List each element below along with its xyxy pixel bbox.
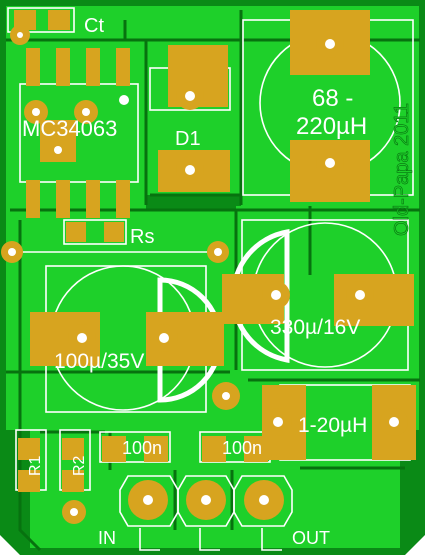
rs-outline (63, 219, 127, 245)
gnd-connector (177, 475, 235, 527)
r2-label: R2 (71, 455, 88, 476)
c3-outline (99, 431, 171, 463)
r1-label: R1 (27, 455, 44, 476)
c4-label: 100n (222, 438, 262, 458)
c1-label: 100µ/35V (54, 350, 144, 373)
c2-label: 330µ/16V (270, 316, 360, 339)
pads (1, 10, 416, 524)
in-connector (119, 475, 179, 527)
d1-label: D1 (175, 128, 201, 150)
ct-label: Ct (84, 15, 104, 37)
out-label: OUT (292, 528, 330, 548)
ct-outline (7, 7, 75, 33)
drill-holes (8, 32, 399, 516)
ct-pad-right (48, 10, 70, 30)
l2-label: 1-20µH (298, 414, 367, 437)
author-label: Old-Papa 2011 (391, 103, 413, 236)
l1-label-line1: 68 - (312, 85, 353, 112)
ic-label: MC34063 (22, 116, 117, 141)
ct-pad-left (14, 10, 36, 30)
in-label: IN (98, 528, 116, 548)
l1-label-line2: 220µH (296, 113, 367, 140)
out-connector (233, 475, 293, 527)
rs-label: Rs (130, 226, 154, 248)
c3-label: 100n (122, 438, 162, 458)
ic-outline (19, 83, 139, 183)
